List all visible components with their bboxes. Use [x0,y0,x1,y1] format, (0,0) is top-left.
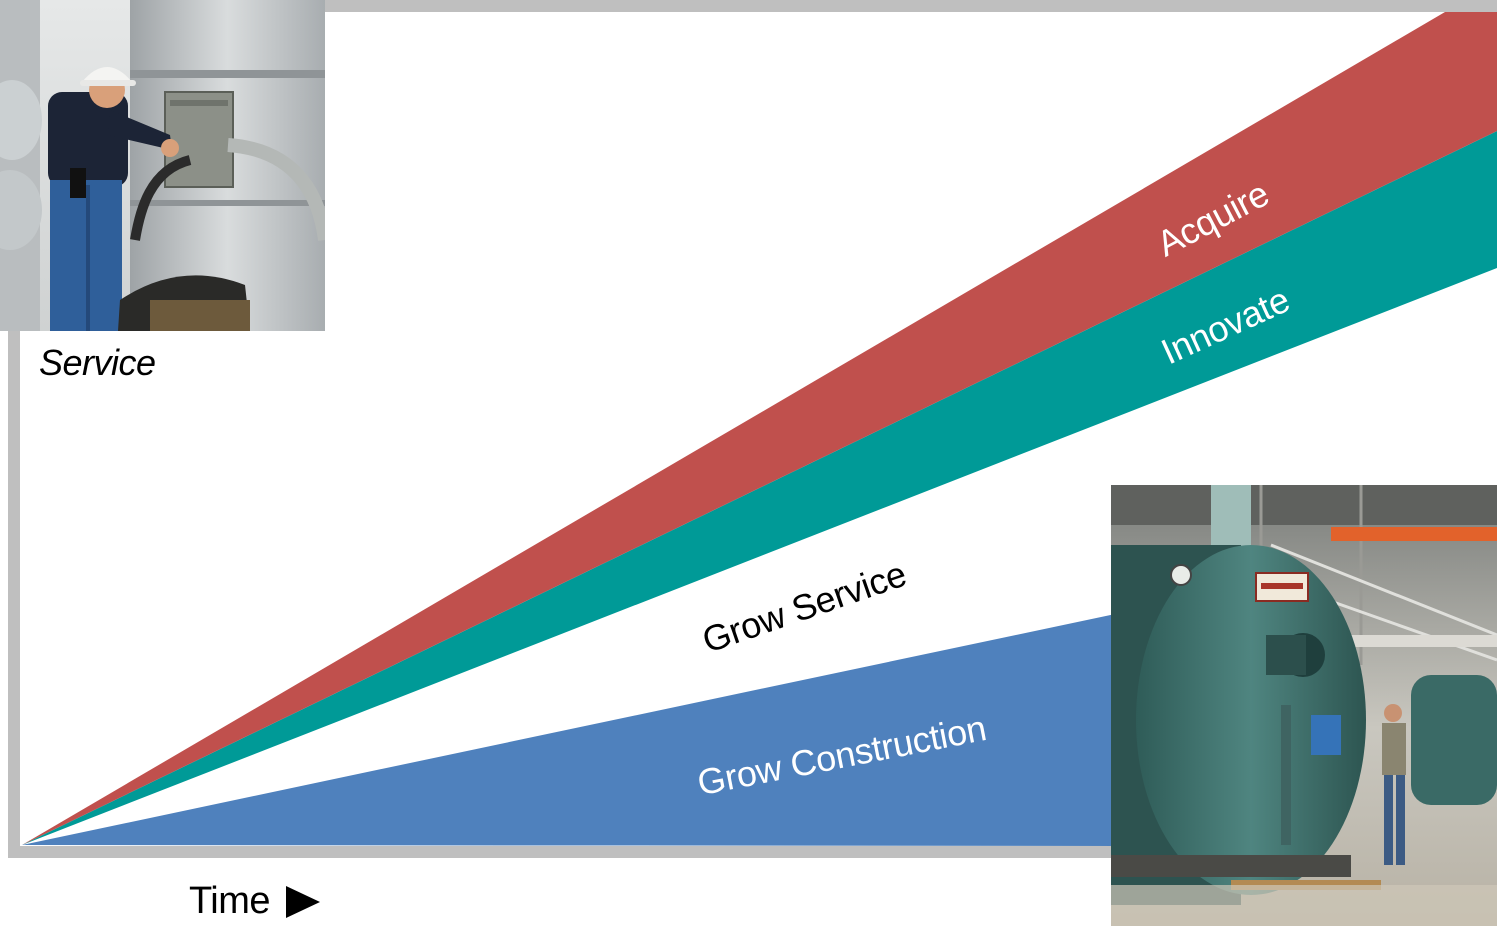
band-acquire [22,12,1497,845]
band-grow-construction [22,613,1120,846]
service-technician-photo [0,0,325,331]
time-axis: Time [189,880,322,923]
diagram-frame-left [8,300,20,858]
diagram-frame-top [300,0,1497,12]
diagram-frame-bottom [8,846,1118,858]
right-triangle-arrow-icon [286,885,321,918]
service-caption: Service [39,342,156,383]
industrial-boiler-photo [1111,485,1497,926]
time-axis-label: Time [189,880,271,922]
